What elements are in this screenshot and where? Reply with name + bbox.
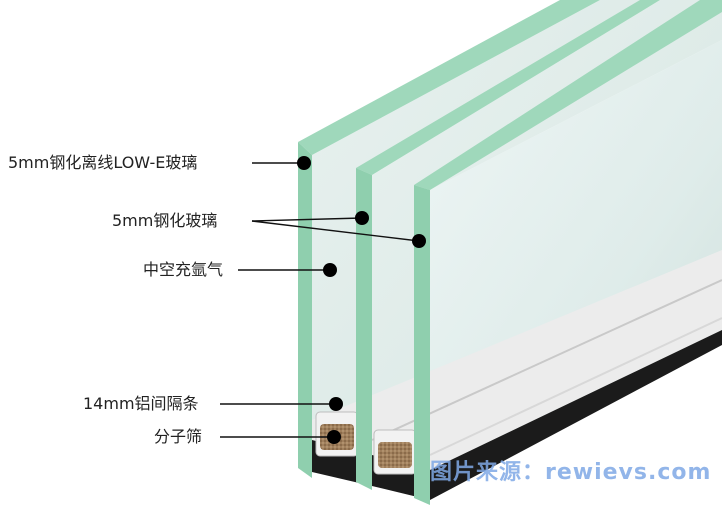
label-low-e-glass: 5mm钢化离线LOW-E玻璃 xyxy=(8,153,198,172)
marker-low-e xyxy=(297,156,311,170)
spacer-edge-line xyxy=(371,279,722,441)
leader-tempered-a xyxy=(251,217,363,222)
label-tempered-glass: 5mm钢化玻璃 xyxy=(112,211,218,230)
label-molecular-sieve: 分子筛 xyxy=(154,427,203,446)
label-aluminum-spacer: 14mm铝间隔条 xyxy=(83,394,199,413)
pane-3-front-edge xyxy=(414,185,430,505)
pane-2-front-edge xyxy=(356,168,372,490)
pane-1-front-edge xyxy=(298,142,312,478)
marker-argon xyxy=(323,263,337,277)
pane-1-top-edge xyxy=(298,0,600,155)
source-watermark: 图片来源：rewievs.com xyxy=(430,460,712,485)
label-argon-gas: 中空充氩气 xyxy=(143,260,224,279)
molecular-sieve-2 xyxy=(378,442,412,468)
leader-tempered-b xyxy=(251,220,420,242)
spacer-edge-line-2 xyxy=(429,317,722,456)
cavity-1 xyxy=(312,0,650,455)
marker-spacer xyxy=(329,397,343,411)
marker-tempered-a xyxy=(355,211,369,225)
marker-tempered-b xyxy=(412,234,426,248)
pane-3-top-edge xyxy=(414,0,722,190)
marker-sieve xyxy=(327,430,341,444)
pane-2-top-edge xyxy=(356,0,660,175)
